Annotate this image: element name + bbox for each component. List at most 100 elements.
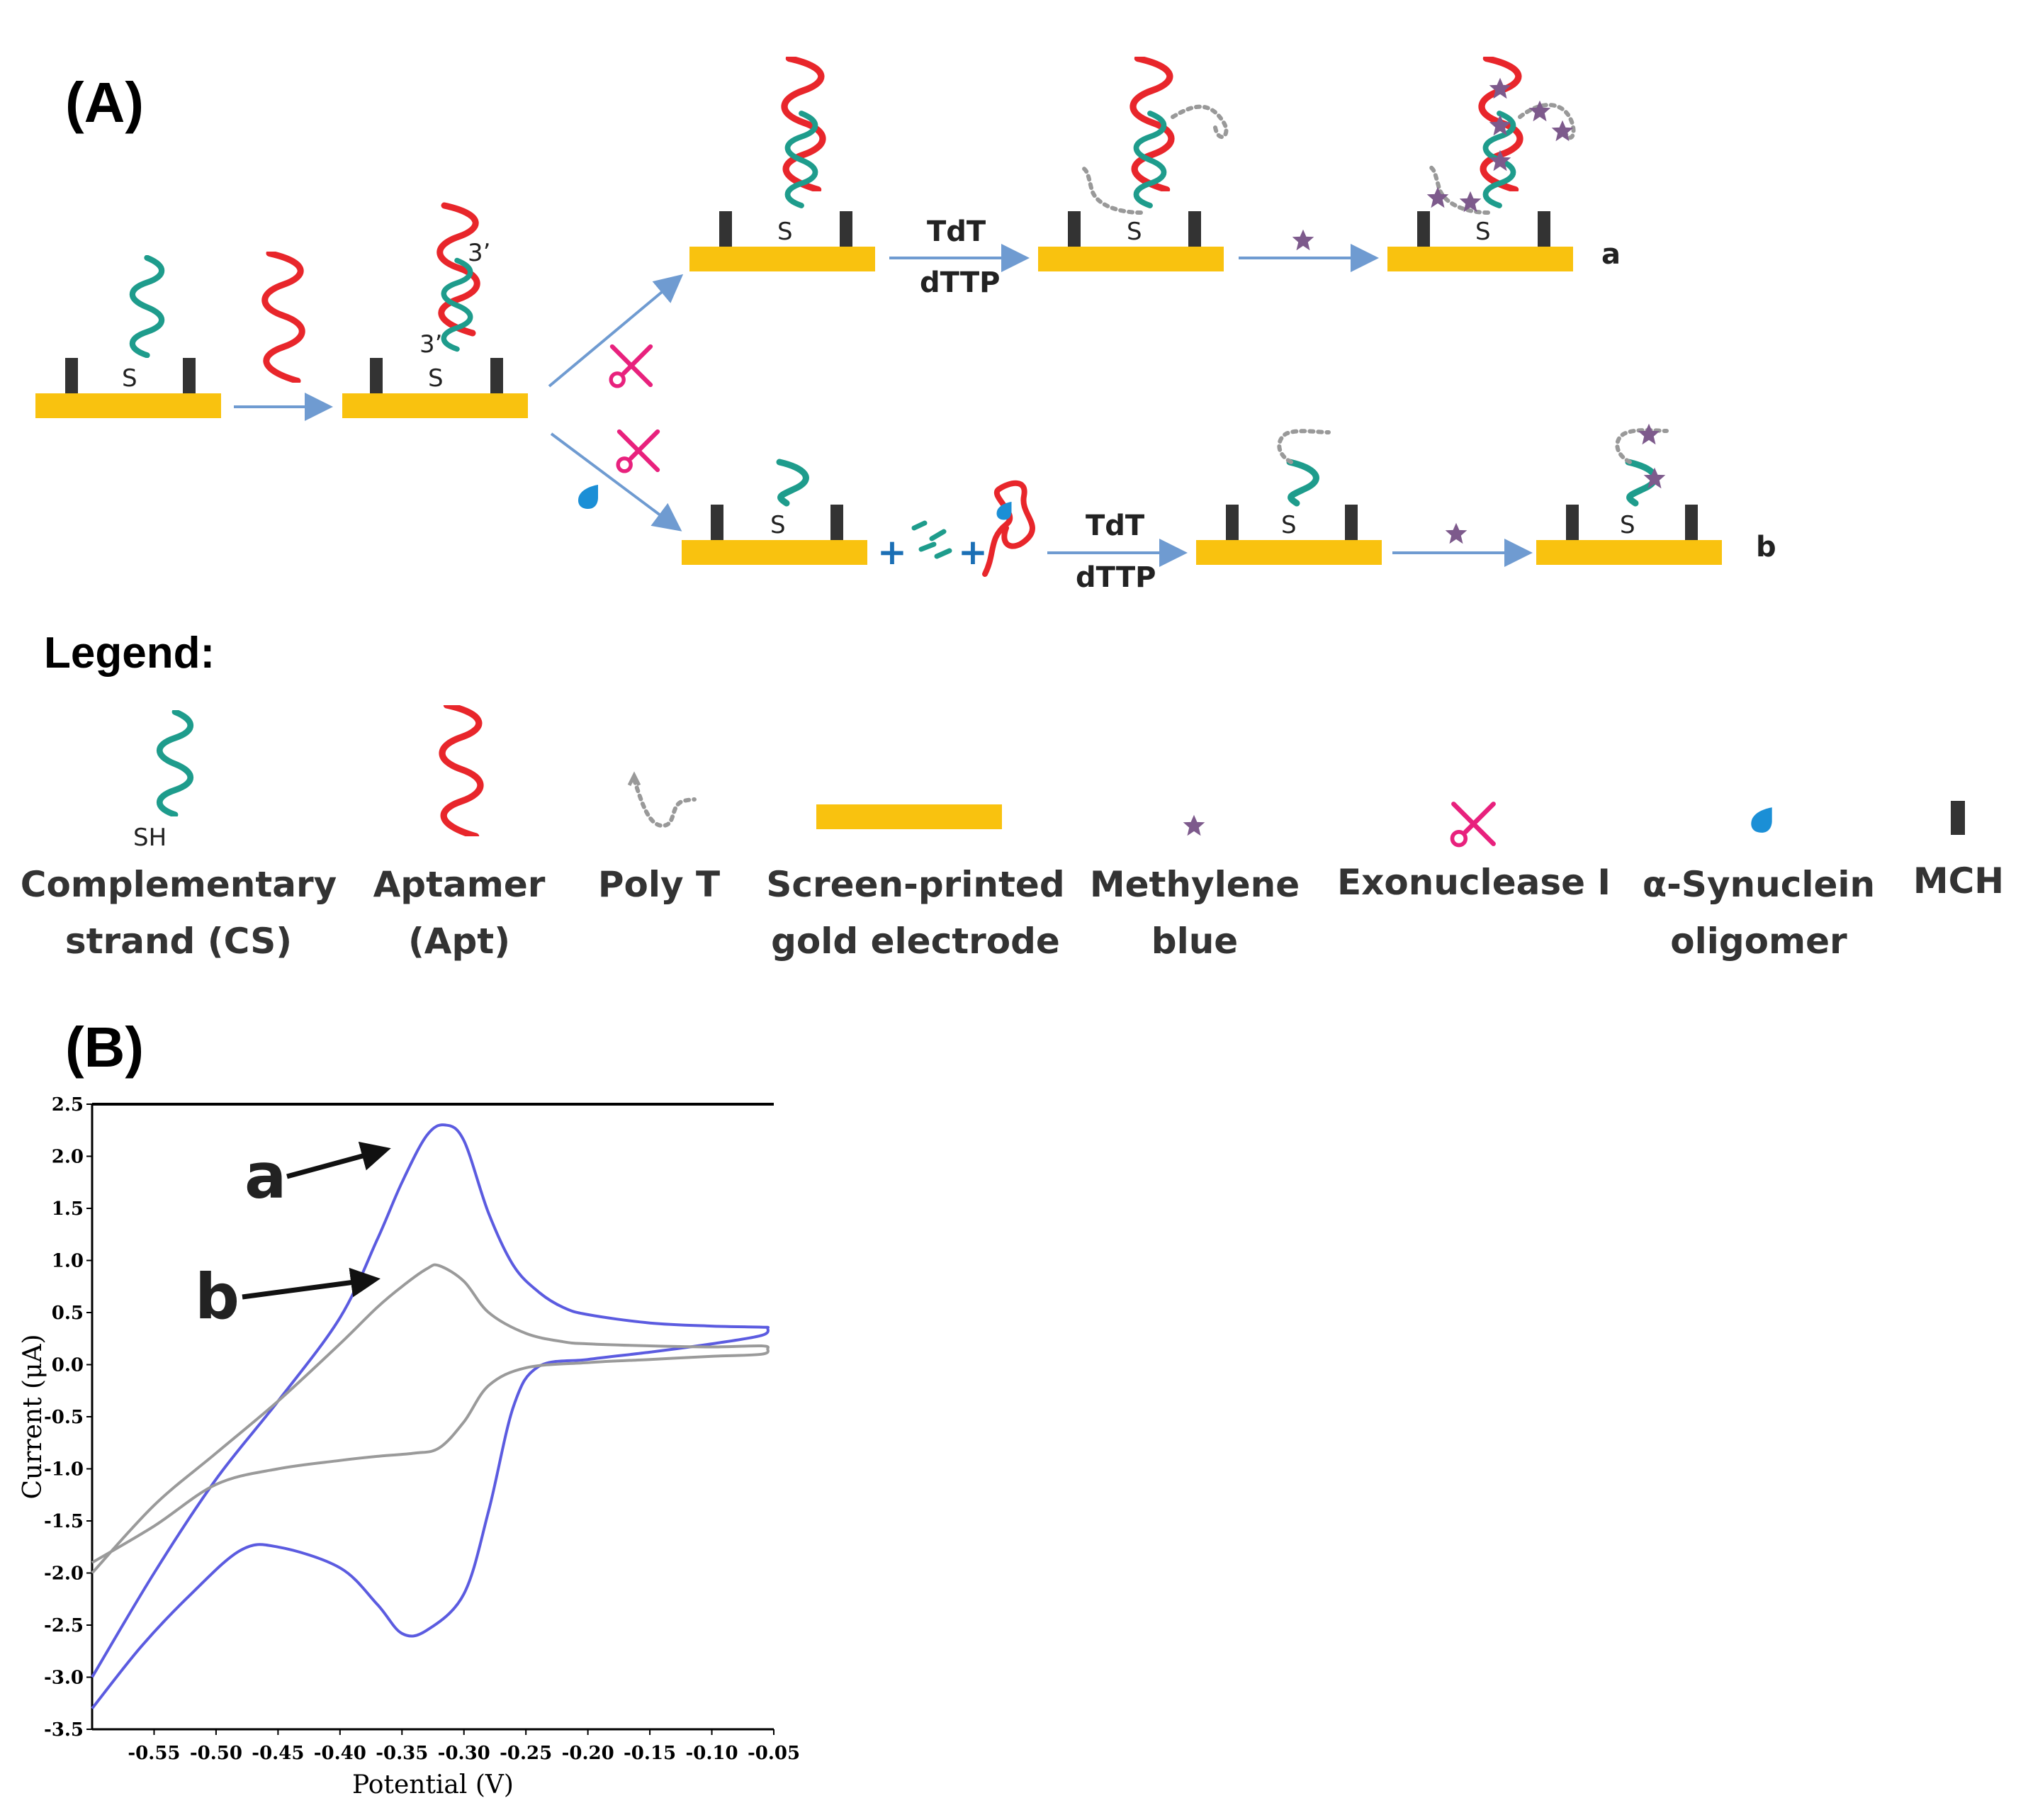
thiol-label: S — [122, 364, 137, 393]
stage-5a-mb-loaded: S — [1387, 58, 1576, 271]
poly-t-tail — [1171, 104, 1229, 139]
mch-bar — [1345, 505, 1358, 540]
curve-a-arrow — [286, 1141, 391, 1179]
legend-title: Legend: — [44, 629, 215, 678]
stage-1-electrode-with-cs: S — [35, 258, 221, 418]
y-axis-title: Current (μA) — [18, 1334, 47, 1499]
gold-electrode-icon — [816, 804, 1002, 829]
plus-icon: + — [877, 532, 907, 573]
poly-t-tail — [1428, 164, 1490, 215]
x-tick-label: -0.15 — [624, 1743, 676, 1764]
gold-electrode — [689, 247, 875, 271]
mch-bar — [1068, 211, 1081, 247]
aptamer-oligomer-complex-icon — [982, 480, 1035, 577]
star-icon — [1292, 229, 1314, 251]
mch-bar — [1685, 505, 1698, 540]
legend-label-line1: α-Synuclein — [1643, 864, 1875, 905]
mch-bar — [1226, 505, 1239, 540]
legend-label-line1: Complementary — [21, 864, 337, 905]
gold-electrode — [1536, 540, 1722, 565]
aptamer-icon — [265, 254, 303, 381]
stage-3b-cs-released: S — [682, 459, 867, 565]
series-line-a — [91, 1123, 770, 1709]
short-cs-strand — [1625, 459, 1658, 507]
mch-bar — [711, 505, 723, 540]
gold-electrode — [342, 393, 528, 418]
y-tick-label: 1.5 — [52, 1198, 84, 1220]
teal-dna-strand-icon — [159, 712, 191, 815]
poly-t-tail — [1615, 428, 1669, 464]
droplet-icon — [578, 485, 598, 509]
thiol-label: S — [770, 511, 786, 539]
star-icon — [1183, 814, 1205, 836]
stage-3a-hybrid-retained: S — [689, 58, 875, 271]
legend-label-line1: Methylene — [1090, 864, 1300, 905]
scissors-icon — [611, 347, 650, 386]
panel-a-label: (A) — [65, 71, 144, 134]
plus-icon: + — [958, 532, 988, 573]
star-icon — [1445, 522, 1468, 544]
gold-electrode — [682, 540, 867, 565]
x-axis-title: Potential (V) — [352, 1770, 514, 1799]
row-b-label: b — [1756, 531, 1776, 563]
x-tick-label: -0.25 — [500, 1743, 552, 1764]
legend-item-aptamer: Aptamer (Apt) — [373, 705, 546, 962]
x-tick-label: -0.35 — [376, 1743, 428, 1764]
gold-electrode — [35, 393, 221, 418]
three-prime-label: 3’ — [468, 239, 490, 267]
legend-label-line2: (Apt) — [408, 921, 510, 962]
thiol-label: S — [1127, 218, 1142, 246]
droplet-icon — [1751, 807, 1772, 833]
mch-bar — [370, 358, 383, 393]
arrow-branch-b — [550, 432, 682, 532]
legend-label-line1: Exonuclease I — [1337, 862, 1611, 903]
x-tick-label: -0.45 — [252, 1743, 304, 1764]
x-tick-label: -0.50 — [190, 1743, 242, 1764]
legend: SH Complementary strand (CS) Aptamer (Ap… — [21, 705, 2004, 962]
poly-t-tail — [1277, 429, 1331, 464]
gold-electrode — [1196, 540, 1382, 565]
stage-4b-polyt-extended: S — [1196, 429, 1382, 565]
poly-t-icon — [632, 777, 697, 828]
y-tick-label: 1.0 — [52, 1251, 84, 1272]
poly-t-tail — [1078, 164, 1143, 215]
mch-bar — [183, 358, 196, 393]
legend-label-line2: oligomer — [1670, 921, 1847, 962]
y-tick-label: -1.5 — [44, 1511, 84, 1532]
legend-label-line1: Screen-printed — [766, 864, 1064, 905]
x-tick-label: -0.55 — [128, 1743, 180, 1764]
gold-electrode — [1387, 247, 1573, 271]
y-tick-label: 2.5 — [52, 1094, 84, 1116]
legend-item-exonuclease: Exonuclease I — [1337, 804, 1611, 903]
mch-bar — [490, 358, 503, 393]
stage-5b-mb-loaded: S — [1536, 423, 1722, 565]
legend-item-complementary-strand: SH Complementary strand (CS) — [21, 712, 337, 962]
series-line-b — [91, 1263, 770, 1574]
row-a-label: a — [1601, 238, 1621, 271]
arrow-branch-a — [548, 274, 684, 388]
y-tick-label: 2.0 — [52, 1147, 84, 1168]
thiol-label: S — [428, 364, 444, 393]
mch-bar — [1188, 211, 1201, 247]
thiol-label: S — [1620, 511, 1635, 539]
three-prime-label: 3’ — [419, 330, 442, 359]
red-aptamer-icon — [442, 705, 480, 836]
mch-bar — [830, 505, 843, 540]
short-cs-strand — [776, 459, 809, 507]
mch-bar — [1417, 211, 1430, 247]
stage-2-hybrid: S 3’ 3’ — [342, 206, 528, 418]
mch-bar-icon — [1951, 801, 1965, 835]
curve-b-arrow — [242, 1267, 381, 1300]
curve-a-label: a — [244, 1140, 286, 1213]
x-tick-label: -0.30 — [438, 1743, 490, 1764]
cv-chart: 2.52.01.51.00.50.0-0.5-1.0-1.5-2.0-2.5-3… — [18, 1094, 800, 1799]
mch-bar — [840, 211, 852, 247]
gold-electrode — [1038, 247, 1224, 271]
fragment-icon — [911, 520, 952, 559]
y-tick-label: -0.5 — [44, 1407, 84, 1428]
legend-item-poly-t: Poly T — [598, 771, 720, 905]
mch-bar — [1566, 505, 1579, 540]
curve-b-label: b — [195, 1260, 240, 1333]
dttp-label: dTTP — [1076, 561, 1156, 594]
